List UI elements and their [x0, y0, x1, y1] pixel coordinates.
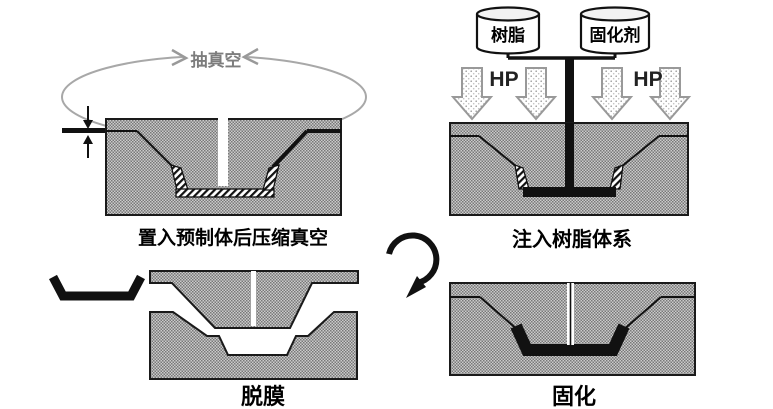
pressure-arrow-1-icon	[450, 67, 494, 121]
panel-step2: 树脂 固化剂 HP HP 注入树脂体系	[449, 6, 692, 251]
cavity-slope-left-2	[478, 135, 518, 168]
hp-label-right: HP	[633, 68, 662, 91]
panel-step3: 脱膜	[49, 270, 359, 409]
cured-part	[510, 323, 630, 356]
hp-label-left: HP	[489, 68, 518, 91]
cavity-slope-right-2	[620, 135, 660, 168]
resin-cylinder-label: 树脂	[491, 26, 525, 45]
vacuum-bag-line	[62, 128, 114, 133]
cavity-slope-right-4	[621, 296, 662, 332]
injection-slot-step3	[251, 271, 256, 326]
hardener-cylinder-body	[579, 14, 651, 55]
rotation-arrowhead-icon	[406, 276, 426, 298]
panel-step1: 抽真空 置入预制体后压缩真空	[61, 42, 367, 249]
resin-cylinder-top	[475, 6, 541, 22]
preform-hatch-right-wall	[262, 164, 280, 191]
hardener-cylinder-top	[579, 6, 651, 22]
rotation-arc-icon	[386, 232, 440, 286]
vacuum-label-gap	[184, 42, 246, 70]
lower-mold-half	[149, 311, 358, 380]
vacuum-label: 抽真空	[191, 50, 242, 70]
cavity-slope-left-4	[479, 296, 520, 332]
caption-step4: 固化	[552, 384, 596, 409]
cavity-slope-left	[136, 130, 174, 168]
pressure-arrow-2-icon	[514, 67, 558, 121]
hardener-cylinder-label: 固化剂	[590, 25, 641, 45]
caption-step3: 脱膜	[241, 384, 285, 409]
preform-hatch-bottom	[175, 188, 275, 198]
pressure-arrow-4-icon	[648, 67, 692, 121]
panel-step4: 固化	[449, 282, 696, 409]
resin-cylinder-body	[475, 14, 541, 55]
process-rotation-arrow	[386, 232, 440, 298]
vacuum-arrowhead-left-icon	[171, 48, 189, 67]
caption-step2: 注入树脂体系	[512, 227, 632, 251]
compress-down-arrowhead-icon	[83, 120, 93, 129]
injection-tube-in-mold	[565, 123, 574, 197]
vacuum-arrowhead-right-icon	[241, 47, 259, 66]
cavity-slope-right	[271, 129, 309, 169]
demolded-part	[49, 274, 145, 301]
pressure-arrow-3-icon	[590, 67, 634, 121]
injection-slot-step1	[218, 118, 228, 186]
caption-step1: 置入预制体后压缩真空	[138, 226, 328, 249]
compress-up-arrowhead-icon	[83, 135, 93, 144]
